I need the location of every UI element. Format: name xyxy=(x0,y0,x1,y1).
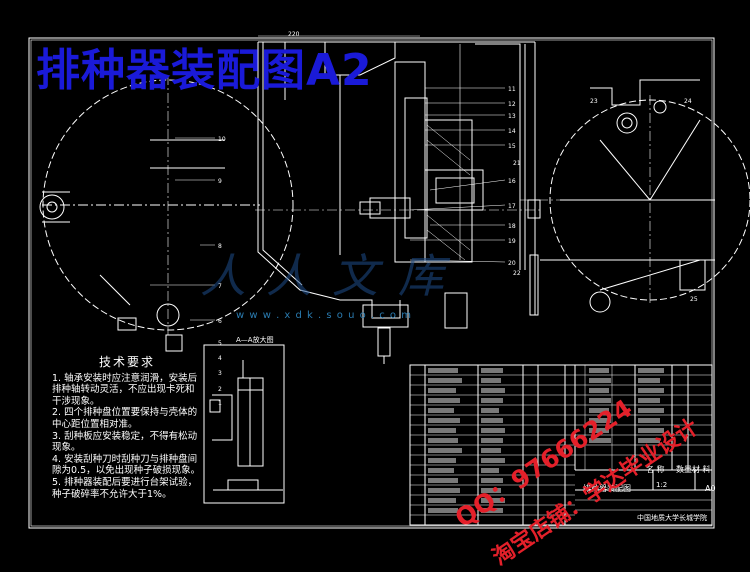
technical-requirements: 技术要求 1. 轴承安装时应注意润滑，安装后排种轴转动灵活，不应出现卡死和干涉现… xyxy=(52,355,202,500)
part-number-balloon: 8 xyxy=(218,243,222,250)
part-number-balloon: 15 xyxy=(508,143,516,150)
part-number-balloon: 24 xyxy=(684,98,692,105)
part-number-balloon: 19 xyxy=(508,238,516,245)
tech-req-heading: 技术要求 xyxy=(98,355,155,369)
drawing-title: 排种器装配图A2 xyxy=(36,45,373,96)
part-number-balloon: 1 xyxy=(218,400,222,407)
tb-scale: 1:2 xyxy=(656,481,668,489)
dimension-top: 220 xyxy=(288,31,300,38)
tech-req-item: 5. 排种器装配后要进行台架试验，种子破碎率不允许大于1%。 xyxy=(52,476,198,500)
part-number-balloon: 11 xyxy=(508,86,516,93)
tech-req-item: 4. 安装刮种刀时刮种刀与排种盘间隙为0.5，以免出现种子破损现象。 xyxy=(52,453,201,477)
section-label: A—A放大图 xyxy=(236,336,274,344)
part-number-balloon: 20 xyxy=(508,260,516,267)
part-number-balloon: 12 xyxy=(508,101,516,108)
drawing-canvas xyxy=(28,35,750,529)
tb-header-qty: 数量 xyxy=(676,465,692,474)
tb-size: A0 xyxy=(705,484,716,493)
part-number-balloon: 6 xyxy=(218,318,222,325)
part-number-balloon: 2 xyxy=(218,386,222,393)
part-number-balloon: 22 xyxy=(513,270,521,277)
tb-header-name: 名 称 xyxy=(646,465,665,474)
part-number-balloon: 5 xyxy=(218,340,222,347)
part-number-balloon: 17 xyxy=(508,203,516,210)
part-number-balloon: 9 xyxy=(218,178,222,185)
tb-drawing-name: 排种器装配图 xyxy=(583,484,631,493)
part-number-balloon: 23 xyxy=(590,98,598,105)
part-number-balloon: 18 xyxy=(508,223,516,230)
part-number-balloon: 21 xyxy=(513,160,521,167)
tech-req-item: 1. 轴承安装时应注意润滑，安装后排种轴转动灵活，不应出现卡死和干涉现象。 xyxy=(52,372,198,407)
part-number-balloon: 13 xyxy=(508,113,516,120)
tech-req-item: 3. 刮种板应安装稳定，不得有松动现象。 xyxy=(52,430,198,454)
tb-school: 中国地质大学长城学院 xyxy=(637,514,707,522)
part-number-balloon: 10 xyxy=(218,136,226,143)
part-number-balloon: 14 xyxy=(508,128,516,135)
part-number-balloon: 7 xyxy=(218,283,222,290)
outer-border xyxy=(28,37,715,529)
part-number-balloon: 3 xyxy=(218,370,222,377)
part-number-balloon: 25 xyxy=(690,296,698,303)
tb-header-material: 材 料 xyxy=(692,465,711,474)
tech-req-item: 2. 四个排种盘位置要保持与壳体的中心距位置相对准。 xyxy=(52,407,198,430)
watermark-site: w w w . x d k . s o u o . c o m xyxy=(236,310,412,321)
watermark-logo: 人人文库 xyxy=(200,249,464,303)
part-number-balloon: 4 xyxy=(218,355,222,362)
part-number-balloon: 16 xyxy=(508,178,516,185)
